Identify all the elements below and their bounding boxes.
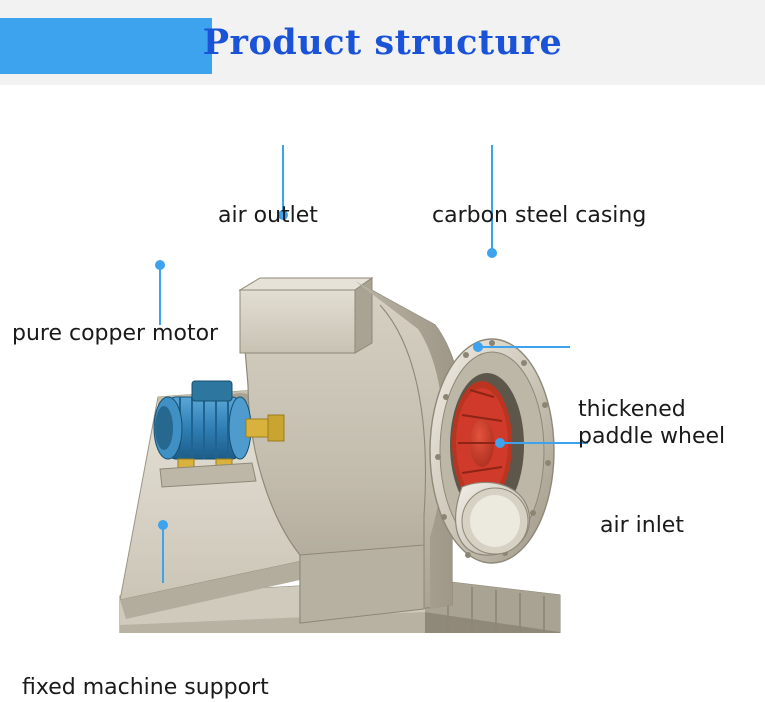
callout-dots (155, 210, 505, 530)
label-air-inlet: air inlet (600, 513, 684, 538)
thickened-paddle-wheel (452, 381, 512, 505)
callout-dot-carbon-steel-casing (487, 248, 497, 258)
inlet-cone-assembly (429, 338, 555, 564)
page-title: Product structure (202, 22, 563, 63)
label-thickened-paddle-wheel-line2: paddle wheel (578, 423, 726, 449)
header-accent-block (0, 18, 212, 74)
callout-lines (159, 145, 588, 583)
diagram-stage: air outlet carbon steel casing pure copp… (0, 85, 765, 700)
page-header: Product structure (0, 0, 765, 85)
callout-dot-paddle-wheel (473, 342, 483, 352)
callout-dot-air-inlet (495, 438, 505, 448)
label-fixed-machine-support: fixed machine support (22, 675, 269, 700)
label-air-outlet: air outlet (218, 203, 318, 228)
callout-dot-support (158, 520, 168, 530)
label-pure-copper-motor: pure copper motor (12, 321, 219, 346)
label-thickened-paddle-wheel-line1: thickened (578, 397, 686, 422)
label-thickened-paddle-wheel: thickened paddle wheel (578, 397, 758, 451)
blower-illustration (119, 145, 588, 633)
callout-dot-pure-copper-motor (155, 260, 165, 270)
pure-copper-motor (153, 380, 285, 488)
callout-dot-air-outlet (278, 210, 288, 220)
label-carbon-steel-casing: carbon steel casing (432, 203, 647, 228)
carbon-steel-casing (238, 277, 467, 624)
